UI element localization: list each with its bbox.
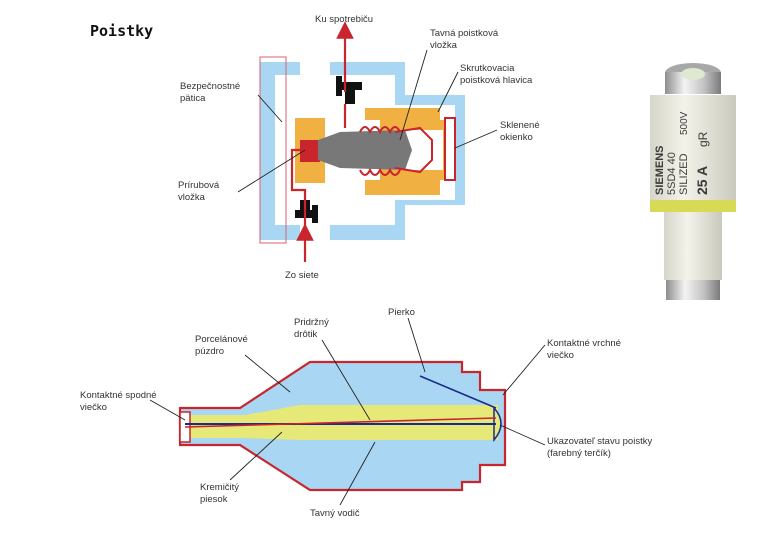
fuse-photo: SIEMENS 5SD4 40 SILIZED 25 A gR 500V — [650, 63, 736, 300]
label-fuse-link-line2: vložka — [430, 40, 458, 51]
label-glass-line1: Sklenené — [500, 120, 540, 131]
label-sand-line1: Kremičitý — [200, 482, 239, 493]
label-base-line2: pätica — [180, 93, 206, 104]
label-indicator-line2: (farebný terčík) — [547, 448, 611, 459]
label-spring: Pierko — [388, 307, 415, 318]
label-sand-line2: piesok — [200, 494, 228, 505]
label-bottom-cap-line1: Kontaktné spodné — [80, 390, 157, 401]
photo-brand: SIEMENS — [654, 145, 666, 195]
holding-wire-line — [184, 417, 497, 428]
red-coil — [359, 126, 433, 176]
fuse-link-shape — [318, 130, 412, 170]
photo-series: SILIZED — [678, 153, 690, 195]
slide-title: Poistky — [90, 22, 154, 40]
label-flange-line1: Prírubová — [178, 180, 220, 191]
fuse-link-diagram: Porcelánové púzdro Pridržný drôtik Pierk… — [80, 307, 652, 519]
label-indicator-line1: Ukazovateľ stavu poistky — [547, 436, 652, 447]
label-glass-line2: okienko — [500, 132, 533, 143]
photo-model: 5SD4 40 — [666, 152, 678, 195]
label-bottom-cap-line2: viečko — [80, 402, 107, 413]
photo-class: gR — [696, 131, 710, 147]
label-porcelain-line1: Porcelánové — [195, 334, 248, 345]
top-leader-lines — [237, 49, 498, 193]
label-porcelain-line2: púzdro — [195, 346, 224, 357]
label-to-appliance: Ku spotrebiču — [315, 14, 373, 25]
label-top-cap-line2: viečko — [547, 350, 574, 361]
bottom-leader-lines — [149, 317, 546, 506]
base-outline — [259, 56, 287, 244]
label-top-cap-line1: Kontaktné vrchné — [547, 338, 621, 349]
terminal-top — [336, 76, 362, 104]
photo-rating: 25 A — [694, 166, 710, 195]
label-screw-cap-line1: Skrutkovacia — [460, 63, 515, 74]
fuse-holder-diagram: Ku spotrebiču Tavná poistková vložka Skr… — [178, 14, 540, 281]
spring-wire — [419, 375, 497, 409]
label-fuse-link-line1: Tavná poistková — [430, 28, 499, 39]
label-flange-line2: vložka — [178, 192, 206, 203]
label-screw-cap-line2: poistková hlavica — [460, 75, 533, 86]
label-from-grid: Zo siete — [285, 270, 319, 281]
label-holding-wire-line2: drôtik — [294, 329, 317, 340]
label-base-line1: Bezpečnostné — [180, 81, 240, 92]
photo-voltage: 500V — [679, 111, 690, 135]
current-path — [290, 21, 354, 262]
label-fuse-conductor: Tavný vodič — [310, 508, 360, 519]
label-holding-wire-line1: Pridržný — [294, 317, 329, 328]
